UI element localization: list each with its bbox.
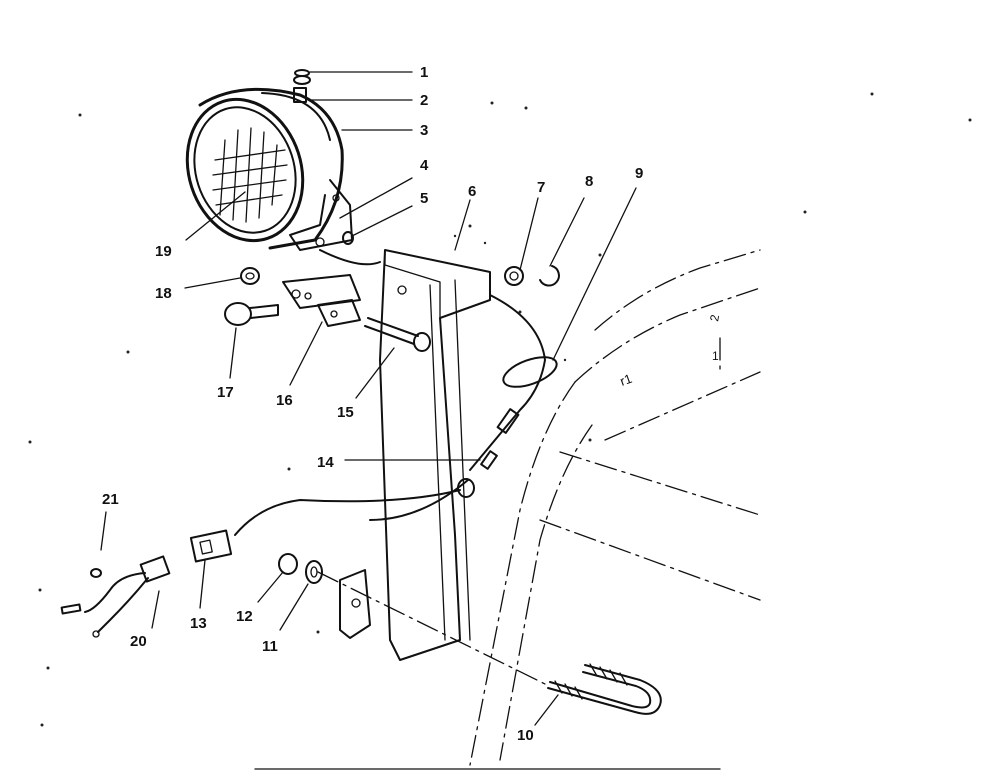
connector-20	[60, 555, 171, 638]
callout-5: 5	[420, 190, 428, 207]
svg-text:2: 2	[707, 313, 722, 322]
callout-14: 14	[317, 454, 334, 471]
callout-6: 6	[468, 183, 476, 200]
cab-mark-2: 2	[707, 313, 722, 322]
wiring-harness	[234, 249, 558, 536]
leader-lines	[100, 71, 637, 726]
lens-grid	[212, 127, 288, 223]
callout-20: 20	[130, 633, 147, 650]
callout-18: 18	[155, 285, 172, 302]
carriage-bolt	[364, 317, 431, 352]
work-light	[185, 69, 354, 251]
callout-17: 17	[217, 384, 234, 401]
lock-nut	[240, 267, 260, 285]
callout-21: 21	[102, 491, 119, 508]
callout-16: 16	[276, 392, 293, 409]
callout-12: 12	[236, 608, 253, 625]
svg-text:r1: r1	[618, 371, 634, 389]
callout-3: 3	[420, 122, 428, 139]
callout-9: 9	[635, 165, 643, 182]
knob	[224, 302, 279, 326]
connector-13	[189, 529, 233, 563]
callout-13: 13	[190, 615, 207, 632]
washer-11	[305, 560, 323, 584]
nut-12	[278, 553, 298, 575]
callout-15: 15	[337, 404, 354, 421]
cab-mark-1: 1	[712, 349, 719, 363]
callout-19: 19	[155, 243, 172, 260]
callout-2: 2	[420, 92, 428, 109]
callout-10: 10	[517, 727, 534, 744]
cab-mark-r1: r1	[618, 371, 634, 389]
callout-7: 7	[537, 179, 545, 196]
callout-1: 1	[420, 64, 428, 81]
callout-4: 4	[420, 157, 429, 174]
adjuster-bracket	[282, 274, 361, 327]
mounting-plate	[339, 249, 491, 661]
scan-specks	[28, 92, 972, 727]
lock-washer-8	[539, 265, 560, 287]
callout-8: 8	[585, 173, 593, 190]
washer-7	[504, 266, 524, 286]
assembly-centerline	[317, 571, 546, 685]
svg-text:1: 1	[712, 349, 719, 363]
cab-frame	[254, 249, 761, 770]
callout-11: 11	[262, 638, 278, 655]
callout-labels: 1 2 3 4 5 6 7 8 9 10 11 12 13 14 15 16 1…	[102, 64, 643, 744]
u-bolt	[547, 663, 662, 715]
